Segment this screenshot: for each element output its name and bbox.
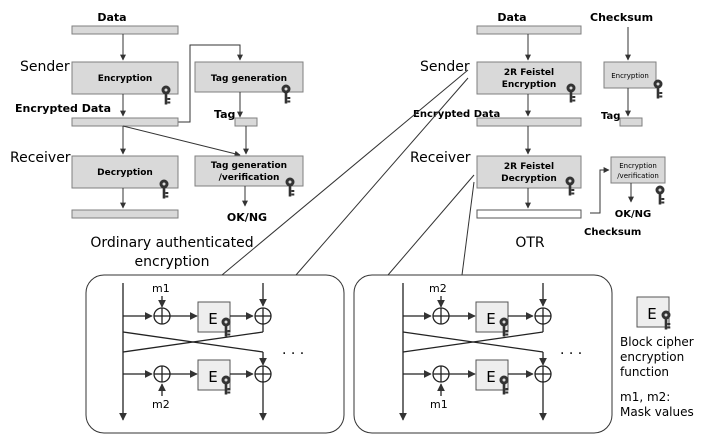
otr-feistel-dec-line1: 2R Feistel bbox=[504, 162, 554, 172]
detail-right-e-block-1 bbox=[475, 301, 509, 333]
otr-data-bar bbox=[476, 25, 582, 35]
otr-checksum-bottom-label: Checksum bbox=[584, 227, 641, 238]
ordinary-caption-line2: encryption bbox=[135, 254, 210, 270]
detail-right-e-label-1: E bbox=[486, 310, 495, 328]
detail-right-mask-bottom: m1 bbox=[430, 398, 448, 411]
detail-left-xor-4 bbox=[254, 365, 272, 383]
otr-tag-label: Tag bbox=[601, 111, 620, 122]
legend-desc-line2: encryption bbox=[620, 350, 684, 364]
ordinary-data-label: Data bbox=[97, 11, 126, 24]
otr-encrypted-data-bar bbox=[476, 117, 582, 127]
ordinary-verify-key-icon bbox=[285, 177, 295, 197]
ordinary-decryption-key-icon bbox=[159, 179, 169, 199]
ordinary-tag-verify-line1: Tag generation bbox=[211, 161, 287, 171]
otr-sender-label: Sender bbox=[420, 59, 470, 75]
ordinary-decrypted-data-bar bbox=[71, 209, 179, 219]
ordinary-caption-line1: Ordinary authenticated bbox=[90, 235, 253, 251]
detail-right-panel: m2 E m1 E · · · bbox=[353, 274, 613, 434]
otr-enc-verify-line2: /verification bbox=[617, 172, 659, 180]
detail-left-ellipsis: · · · bbox=[282, 346, 304, 362]
detail-left-mask-top: m1 bbox=[152, 282, 170, 295]
otr-data-label: Data bbox=[497, 11, 526, 24]
ordinary-tag-generation-label: Tag generation bbox=[211, 74, 287, 84]
detail-left-e-label-2: E bbox=[208, 368, 217, 386]
detail-right-e-label-2: E bbox=[486, 368, 495, 386]
ordinary-tag-key-icon bbox=[281, 84, 291, 104]
legend-e-label: E bbox=[647, 305, 656, 323]
detail-right-xor-1 bbox=[432, 307, 450, 325]
legend-desc-line1: Block cipher bbox=[620, 335, 694, 349]
otr-feistel-decryption-box bbox=[476, 155, 582, 189]
ordinary-decryption-label: Decryption bbox=[97, 168, 153, 178]
detail-right-e-block-2 bbox=[475, 359, 509, 391]
legend-desc-line3: function bbox=[620, 365, 669, 379]
otr-checksum-bar bbox=[476, 209, 582, 219]
otr-enc-verify-line1: Encryption bbox=[619, 162, 657, 170]
detail-left-xor-3 bbox=[153, 365, 171, 383]
ordinary-sender-label: Sender bbox=[20, 59, 70, 75]
detail-left-panel: m1 E m2 E · · · bbox=[85, 274, 345, 434]
detail-right-xor-3 bbox=[432, 365, 450, 383]
ordinary-encrypted-data-bar bbox=[71, 117, 179, 127]
ordinary-tag-verify-box bbox=[194, 155, 304, 187]
ordinary-result-label: OK/NG bbox=[227, 211, 267, 224]
otr-verify-key-icon bbox=[655, 185, 665, 205]
otr-checksum-key-icon bbox=[653, 79, 663, 99]
legend: E Block cipher encryption function m1, m… bbox=[620, 296, 694, 419]
otr-feistel-enc-line1: 2R Feistel bbox=[504, 68, 554, 78]
otr-checksum-encryption-label: Encryption bbox=[611, 72, 649, 80]
detail-right-ellipsis: · · · bbox=[560, 346, 582, 362]
otr-diagram-top: Data Checksum Sender 2R Feistel Encrypti… bbox=[410, 11, 666, 251]
legend-mask-line2: Mask values bbox=[620, 405, 694, 419]
otr-encrypted-data-label: Encrypted Data bbox=[413, 109, 500, 120]
ordinary-tag-label: Tag bbox=[214, 108, 235, 121]
detail-right-xor-4 bbox=[534, 365, 552, 383]
otr-enc-verify-box bbox=[610, 156, 666, 184]
detail-left-xor-2 bbox=[254, 307, 272, 325]
otr-feistel-encryption-box bbox=[476, 61, 582, 95]
ordinary-tag-bar bbox=[234, 117, 258, 127]
detail-right-mask-top: m2 bbox=[429, 282, 447, 295]
ordinary-tag-verify-line2: /verification bbox=[219, 173, 280, 183]
otr-receiver-label: Receiver bbox=[410, 150, 471, 166]
detail-left-e-block-2 bbox=[197, 359, 231, 391]
otr-caption: OTR bbox=[515, 235, 545, 251]
ordinary-encryption-label: Encryption bbox=[98, 74, 153, 84]
legend-mask-line1: m1, m2: bbox=[620, 390, 670, 404]
otr-tag-bar bbox=[619, 117, 643, 127]
detail-right-xor-2 bbox=[534, 307, 552, 325]
otr-feistel-dec-line2: Decryption bbox=[501, 174, 557, 184]
otr-checksum-label: Checksum bbox=[590, 11, 653, 24]
ordinary-data-bar bbox=[71, 25, 179, 35]
ordinary-receiver-label: Receiver bbox=[10, 150, 71, 166]
otr-checksum-encryption-box bbox=[603, 61, 657, 89]
ordinary-encryption-box bbox=[71, 61, 179, 95]
otr-result-label: OK/NG bbox=[615, 209, 651, 220]
ordinary-ae-diagram: Data Sender Encryption Tag generation En… bbox=[10, 11, 304, 270]
ordinary-encryption-key-icon bbox=[161, 85, 171, 105]
otr-feistel-enc-line2: Encryption bbox=[502, 80, 557, 90]
ordinary-encrypted-data-label: Encrypted Data bbox=[15, 102, 111, 115]
detail-left-mask-bottom: m2 bbox=[152, 398, 170, 411]
detail-left-e-label-1: E bbox=[208, 310, 217, 328]
detail-left-xor-1 bbox=[153, 307, 171, 325]
detail-left-e-block-1 bbox=[197, 301, 231, 333]
